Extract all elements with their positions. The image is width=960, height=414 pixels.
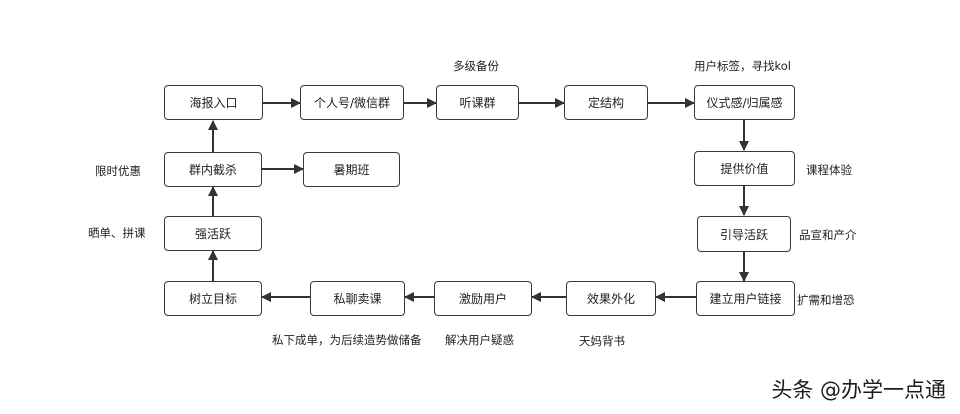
- node-qianghuo: 强活跃: [164, 216, 262, 251]
- node-dingjiegou: 定结构: [564, 85, 648, 120]
- node-yishigan: 仪式感/归属感: [694, 85, 795, 120]
- note-duoji: 多级备份: [453, 59, 499, 73]
- node-qunnei: 群内截杀: [164, 152, 262, 187]
- note-kecheng: 课程体验: [806, 163, 852, 177]
- note-jiejue: 解决用户疑惑: [445, 333, 514, 347]
- watermark-text: 头条 @办学一点通: [771, 378, 946, 402]
- note-pinxuan: 品宣和产介: [799, 228, 857, 242]
- node-yindao: 引导活跃: [697, 216, 791, 252]
- node-tingke: 听课群: [436, 85, 519, 120]
- node-tigong: 提供价值: [694, 151, 795, 186]
- node-haibao: 海报入口: [164, 85, 263, 120]
- node-shuqi: 暑期班: [303, 152, 400, 187]
- note-tianma: 天妈背书: [579, 334, 625, 348]
- note-sixia: 私下成单，为后续造势做储备: [272, 333, 422, 347]
- node-siliao: 私聊卖课: [310, 281, 405, 316]
- node-xiaoguo: 效果外化: [566, 281, 656, 316]
- note-xianshi: 限时优惠: [95, 164, 141, 178]
- note-kuoxu: 扩需和增恐: [797, 293, 855, 307]
- node-jili: 激励用户: [434, 281, 532, 316]
- node-geren: 个人号/微信群: [300, 85, 404, 120]
- note-biaoqian: 用户标签，寻找kol: [694, 59, 791, 73]
- note-shaidan: 晒单、拼课: [88, 226, 146, 240]
- node-jianli: 建立用户链接: [696, 281, 795, 316]
- node-shuli: 树立目标: [164, 281, 262, 316]
